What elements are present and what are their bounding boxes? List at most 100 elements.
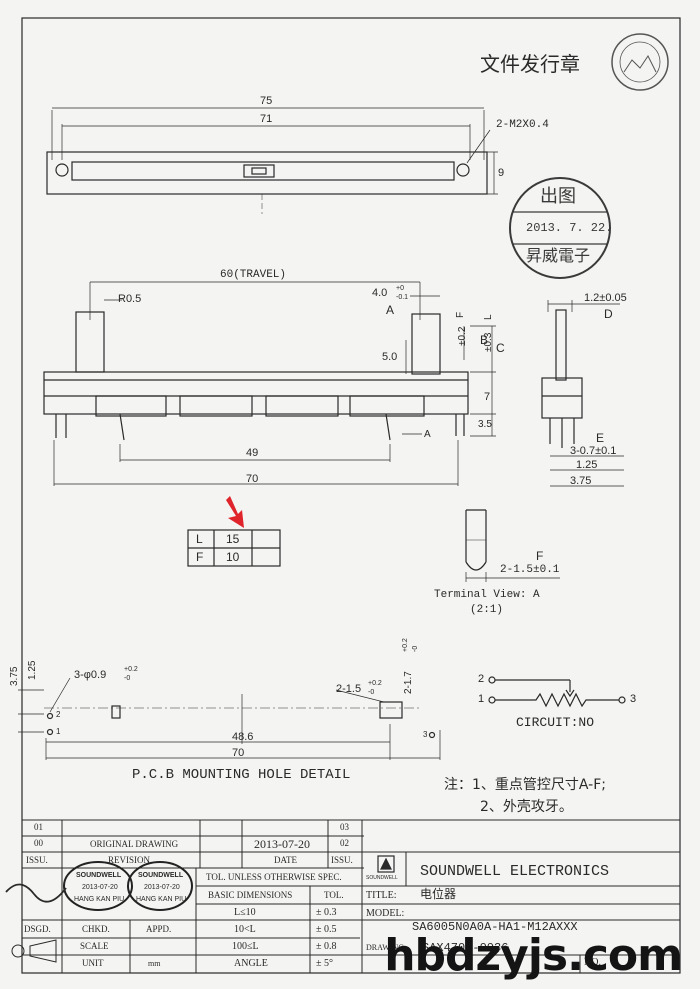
lf-value-l: 15 bbox=[226, 532, 240, 546]
tol-value-1: ± 0.3 bbox=[316, 907, 337, 918]
dim-end-d: 1.2±0.05 bbox=[584, 292, 627, 304]
rev-02: 02 bbox=[340, 838, 349, 848]
pcb-slot-length-tol-up: +0.2 bbox=[402, 638, 409, 652]
dim-end-375: 3.75 bbox=[570, 475, 592, 487]
date-label: DATE bbox=[274, 855, 297, 865]
dim-knob-tol-down: -0.1 bbox=[396, 294, 409, 301]
arrow-a-label: A bbox=[424, 429, 431, 440]
no-label: NO. bbox=[584, 957, 601, 968]
chkd-label: CHKD. bbox=[82, 924, 110, 934]
dim-height: 9 bbox=[498, 167, 505, 179]
tol-value-3: ± 0.8 bbox=[316, 941, 337, 952]
stamp-date-2: 2013-07-20 bbox=[144, 884, 180, 891]
appd-label: APPD. bbox=[146, 924, 172, 934]
issu-label: ISSU. bbox=[26, 855, 48, 865]
tol-header: TOL. UNLESS OTHERWISE SPEC. bbox=[206, 872, 342, 882]
model-value: SA6005N0A0A-HA1-M12AXXX bbox=[412, 920, 578, 934]
end-view bbox=[541, 300, 624, 487]
rev-00: 00 bbox=[34, 838, 43, 848]
side-view bbox=[43, 281, 496, 486]
rev-03: 03 bbox=[340, 822, 349, 832]
top-view bbox=[46, 107, 498, 214]
stamp-top-right bbox=[611, 33, 669, 91]
dim-b: ±0.2 bbox=[457, 326, 468, 346]
title-block-grid bbox=[22, 819, 680, 973]
stamp-sub-2: HANG KAN PIU bbox=[136, 896, 187, 903]
drawing-label: DRAWING bbox=[366, 943, 405, 952]
dim-hole-spacing: 71 bbox=[260, 113, 273, 125]
dim-c-prefix: L bbox=[483, 314, 494, 320]
dim-3-5: 3.5 bbox=[478, 419, 492, 430]
terminal-caption: Terminal View: A bbox=[434, 589, 540, 601]
pcb-caption: P.C.B MOUNTING HOLE DETAIL bbox=[132, 767, 351, 783]
dsgd-label: DSGD. bbox=[24, 924, 51, 934]
tol-label: TOL. bbox=[324, 890, 344, 900]
stamp-signature-left bbox=[63, 861, 193, 911]
unit-value: mm bbox=[148, 959, 161, 968]
mount-holes-label: 2-M2X0.4 bbox=[496, 119, 549, 131]
rev-01: 01 bbox=[34, 822, 43, 832]
lf-value-f: 10 bbox=[226, 550, 240, 564]
pcb-detail bbox=[18, 677, 441, 760]
pcb-dim-375: 3.75 bbox=[9, 666, 20, 686]
lf-table-grid bbox=[187, 529, 281, 567]
stamp-outgoing-date: 2013. 7. 22. bbox=[526, 221, 613, 235]
circuit-pin-1: 1 bbox=[478, 693, 485, 705]
label-c: C bbox=[496, 341, 505, 355]
pcb-slot-length: 2-1.7 bbox=[403, 671, 414, 694]
stamp-name-2: SOUNDWELL bbox=[138, 872, 184, 879]
pcb-pin-2: 2 bbox=[56, 710, 61, 719]
dim-7: 7 bbox=[484, 391, 491, 403]
dim-knob-tol-up: +0 bbox=[396, 285, 404, 292]
tol-range-2: 10<L bbox=[234, 924, 256, 935]
date-value: 2013-07-20 bbox=[254, 837, 310, 851]
label-a: A bbox=[386, 303, 395, 317]
tol-value-4: ± 5° bbox=[316, 958, 333, 969]
dim-overall-length: 75 bbox=[260, 95, 273, 107]
pcb-holes-3: 3-φ0.9 bbox=[74, 669, 107, 681]
pcb-slots-tol-up: +0.2 bbox=[368, 680, 382, 687]
stamp-outgoing bbox=[509, 177, 611, 279]
title-label: TITLE: bbox=[366, 890, 397, 901]
original-drawing: ORIGINAL DRAWING bbox=[90, 839, 179, 849]
dim-travel: 60(TRAVEL) bbox=[220, 269, 287, 281]
dim-knob-width: 4.0 bbox=[372, 287, 388, 299]
title-value: 电位器 bbox=[420, 887, 457, 901]
dim-radius: R0.5 bbox=[118, 293, 142, 305]
model-label: MODEL: bbox=[366, 908, 405, 919]
label-f: F bbox=[536, 549, 544, 563]
terminal-view bbox=[465, 509, 560, 582]
dim-49: 49 bbox=[246, 447, 259, 459]
basic-dimensions: BASIC DIMENSIONS bbox=[208, 890, 293, 900]
dim-5: 5.0 bbox=[382, 351, 398, 363]
tol-range-3: 100≤L bbox=[232, 941, 259, 952]
pcb-holes-3-tol-down: -0 bbox=[124, 675, 131, 682]
dim-end-e: 3-0.7±0.1 bbox=[570, 445, 617, 457]
note-line-2: 2、外壳攻牙。 bbox=[480, 799, 573, 815]
lf-key-l: L bbox=[196, 532, 203, 546]
circuit-caption: CIRCUIT:NO bbox=[516, 715, 595, 730]
circuit-pin-3: 3 bbox=[630, 693, 637, 705]
tol-value-2: ± 0.5 bbox=[316, 924, 337, 935]
dim-70: 70 bbox=[246, 473, 259, 485]
revision-label: REVISION bbox=[108, 855, 150, 865]
stamp-name-1: SOUNDWELL bbox=[76, 872, 122, 879]
drawing-value: SAX4705-0036 bbox=[422, 941, 509, 955]
dim-c: ±0.3 bbox=[483, 332, 494, 352]
pcb-dim-70: 70 bbox=[232, 747, 245, 759]
label-b: B bbox=[480, 333, 489, 347]
unit-label: UNIT bbox=[82, 958, 104, 968]
scale-label: SCALE bbox=[80, 941, 109, 951]
circuit-schematic bbox=[488, 676, 626, 708]
soundwell-logo bbox=[377, 855, 395, 873]
issu-label-right: ISSU. bbox=[331, 855, 353, 865]
terminal-scale: (2:1) bbox=[470, 604, 504, 616]
dim-end-125: 1.25 bbox=[576, 459, 598, 471]
company-name: SOUNDWELL ELECTRONICS bbox=[420, 863, 610, 880]
pcb-slots: 2-1.5 bbox=[336, 683, 362, 695]
header-title: 文件发行章 bbox=[480, 52, 580, 76]
pcb-slots-tol-down: -0 bbox=[368, 689, 375, 696]
stamp-outgoing-title: 出图 bbox=[540, 186, 576, 207]
tol-range-4: ANGLE bbox=[234, 958, 268, 969]
